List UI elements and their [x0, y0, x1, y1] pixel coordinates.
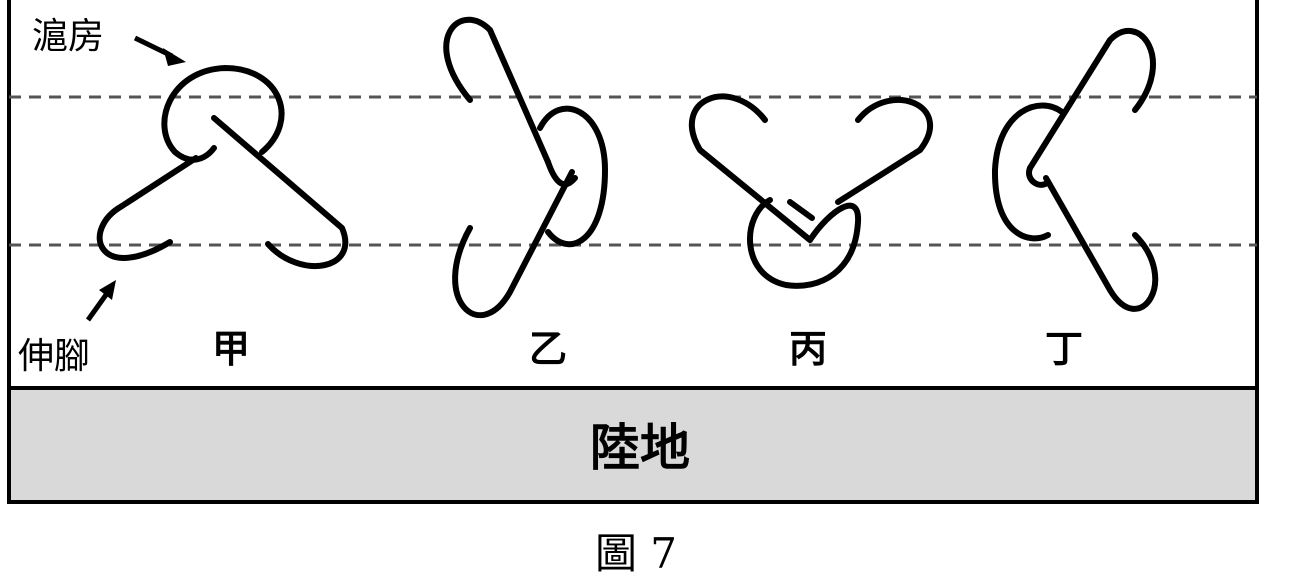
knot-name-yi: 乙: [529, 327, 567, 371]
foot-label: 伸腳: [18, 336, 90, 377]
knot-ding: [991, 28, 1159, 312]
land-area: [7, 386, 1259, 504]
room-label: 滬房: [32, 16, 104, 57]
knot-yi: [443, 16, 608, 318]
knot-name-bing: 丙: [789, 327, 827, 371]
figure-caption: 圖 7: [595, 529, 677, 578]
knot-name-ding: 丁: [1045, 327, 1083, 371]
room-arrow: [133, 35, 186, 66]
knot-name-jia: 甲: [212, 327, 250, 371]
land-label: 陸地: [590, 419, 690, 477]
knot-bing: [688, 93, 934, 289]
knot-jia: [96, 65, 349, 269]
foot-arrow: [85, 280, 116, 322]
